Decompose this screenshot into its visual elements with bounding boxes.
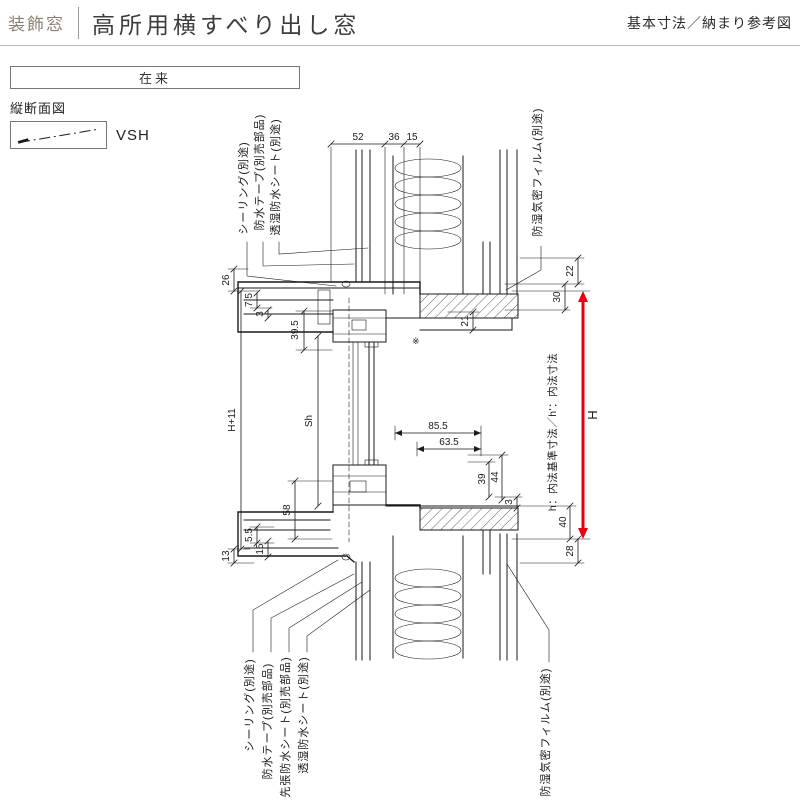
dim-left-0: 26 bbox=[221, 274, 232, 286]
sill-sealing-bead bbox=[341, 553, 351, 561]
dimension-line-set bbox=[233, 143, 579, 564]
section-cut-dashline bbox=[18, 128, 98, 143]
sill-framing-hatched bbox=[385, 505, 519, 531]
sill-support-section bbox=[419, 507, 519, 531]
frame-sill-detail bbox=[243, 504, 339, 549]
frame-head-thermal-break bbox=[317, 289, 331, 325]
reference-mark: ※ bbox=[412, 336, 420, 346]
dimension-labels: 52 36 15 26 7.5 3 39.5 H+11 Sh 58 5.5 15… bbox=[221, 132, 600, 562]
dim-right-4: 44 bbox=[490, 471, 501, 483]
dim-left-2: 3 bbox=[255, 311, 266, 317]
sash-bottom-rail-detail bbox=[332, 475, 387, 493]
dim-top-1: 36 bbox=[388, 132, 400, 143]
dim-left-5: Sh bbox=[304, 415, 315, 427]
wall-lines-top bbox=[355, 149, 518, 295]
insulation-coil-top bbox=[394, 158, 462, 250]
dim-right-6: 40 bbox=[558, 516, 569, 528]
section-line-legend bbox=[10, 121, 107, 149]
section-cut-line-sample bbox=[17, 128, 98, 144]
height-arrow-bottom bbox=[578, 528, 588, 539]
wall-lines-bottom bbox=[355, 529, 518, 661]
sash-top-gasket bbox=[351, 319, 367, 331]
frame-sill-outline bbox=[237, 504, 421, 563]
dim-left-1: 7.5 bbox=[244, 293, 255, 307]
height-arrow-top bbox=[578, 291, 588, 302]
head-lintel-hatched bbox=[419, 293, 519, 331]
glazing-pane bbox=[368, 341, 375, 466]
head-sealing-bead bbox=[341, 280, 351, 288]
exterior-wall-top bbox=[355, 149, 518, 295]
insulation-coil-bottom bbox=[394, 568, 462, 660]
construction-tab-zairai[interactable]: 在来 bbox=[10, 66, 300, 89]
dim-right-0: 22 bbox=[565, 265, 576, 277]
dimension-ticks bbox=[230, 140, 582, 567]
annotation-top-waterproof-tape: 防水テープ(別売部品) bbox=[252, 114, 266, 231]
window-code: VSH bbox=[116, 127, 150, 144]
dim-top-0: 52 bbox=[352, 132, 364, 143]
annotation-bottom-pre-applied-sheet: 先張防水シート(別売部品) bbox=[278, 656, 292, 797]
dimension-arrowheads bbox=[395, 430, 481, 452]
window-frame-head bbox=[237, 280, 421, 333]
dim-left-8: 15 bbox=[255, 543, 266, 555]
dim-right-5: 3 bbox=[504, 499, 515, 505]
section-type-label: 縦断面図 bbox=[10, 101, 67, 116]
extension-lines bbox=[227, 146, 591, 564]
annotation-top-vapor-barrier-film: 防湿気密フィルム(別途) bbox=[530, 108, 544, 237]
dim-right-1: 30 bbox=[552, 291, 563, 303]
glazing-setting-block-top bbox=[364, 341, 379, 348]
header-divider bbox=[78, 6, 79, 39]
height-label: H bbox=[585, 410, 600, 419]
sash-operator-hardware bbox=[349, 480, 367, 493]
page-title: 高所用横すべり出し窓 bbox=[92, 11, 361, 38]
height-dimension-red bbox=[578, 291, 588, 539]
dim-inner-1: 63.5 bbox=[439, 437, 459, 448]
window-sash bbox=[332, 297, 387, 543]
page-header: 装飾窓 高所用横すべり出し窓 基本寸法／納まり参考図 bbox=[0, 0, 800, 46]
annotation-bottom-vapor-barrier-film: 防湿気密フィルム(別途) bbox=[538, 668, 552, 797]
window-frame-sill bbox=[237, 504, 421, 563]
glazing-setting-block-bottom bbox=[364, 459, 379, 466]
dim-left-3: 39.5 bbox=[290, 320, 301, 340]
dim-left-4: H+11 bbox=[227, 408, 238, 432]
dim-right-3: 39 bbox=[477, 473, 488, 485]
exterior-wall-bottom bbox=[355, 529, 518, 661]
dim-top-2: 15 bbox=[406, 132, 418, 143]
category-label: 装飾窓 bbox=[8, 15, 65, 34]
height-note: h：内法基準寸法／h'：内法寸法 bbox=[546, 353, 559, 511]
leader-lines bbox=[246, 241, 550, 663]
dim-left-6: 58 bbox=[282, 504, 293, 516]
header-note: 基本寸法／納まり参考図 bbox=[627, 14, 792, 31]
lintel-section bbox=[419, 293, 519, 319]
dim-inner-0: 85.5 bbox=[428, 421, 448, 432]
annotation-bottom-breathable-sheet: 透湿防水シート(別途) bbox=[296, 656, 310, 773]
sash-bottom-rail bbox=[332, 464, 387, 506]
dim-left-9: 13 bbox=[221, 550, 232, 562]
frame-head-outline bbox=[237, 281, 421, 333]
dim-left-7: 5.5 bbox=[244, 528, 255, 542]
sash-top-rail bbox=[332, 309, 387, 343]
sash-top-rail-detail bbox=[332, 317, 387, 335]
extension-line-set bbox=[227, 146, 591, 564]
annotation-labels: シーリング(別途) 防水テープ(別売部品) 透湿防水シート(別途) 防湿気密フィ… bbox=[236, 108, 552, 798]
annotation-bottom-waterproof-tape: 防水テープ(別売部品) bbox=[260, 663, 274, 780]
annotation-bottom-sealing: シーリング(別途) bbox=[242, 658, 256, 751]
dimension-lines bbox=[230, 140, 582, 567]
annotation-top-sealing: シーリング(別途) bbox=[236, 141, 250, 234]
frame-head-detail bbox=[237, 287, 421, 319]
dim-right-7: 28 bbox=[565, 545, 576, 557]
leader-line-set bbox=[246, 241, 550, 663]
dim-right-2: 21 bbox=[460, 315, 471, 327]
insect-screen-lines bbox=[352, 341, 359, 466]
annotation-top-breathable-sheet: 透湿防水シート(別途) bbox=[268, 118, 282, 235]
